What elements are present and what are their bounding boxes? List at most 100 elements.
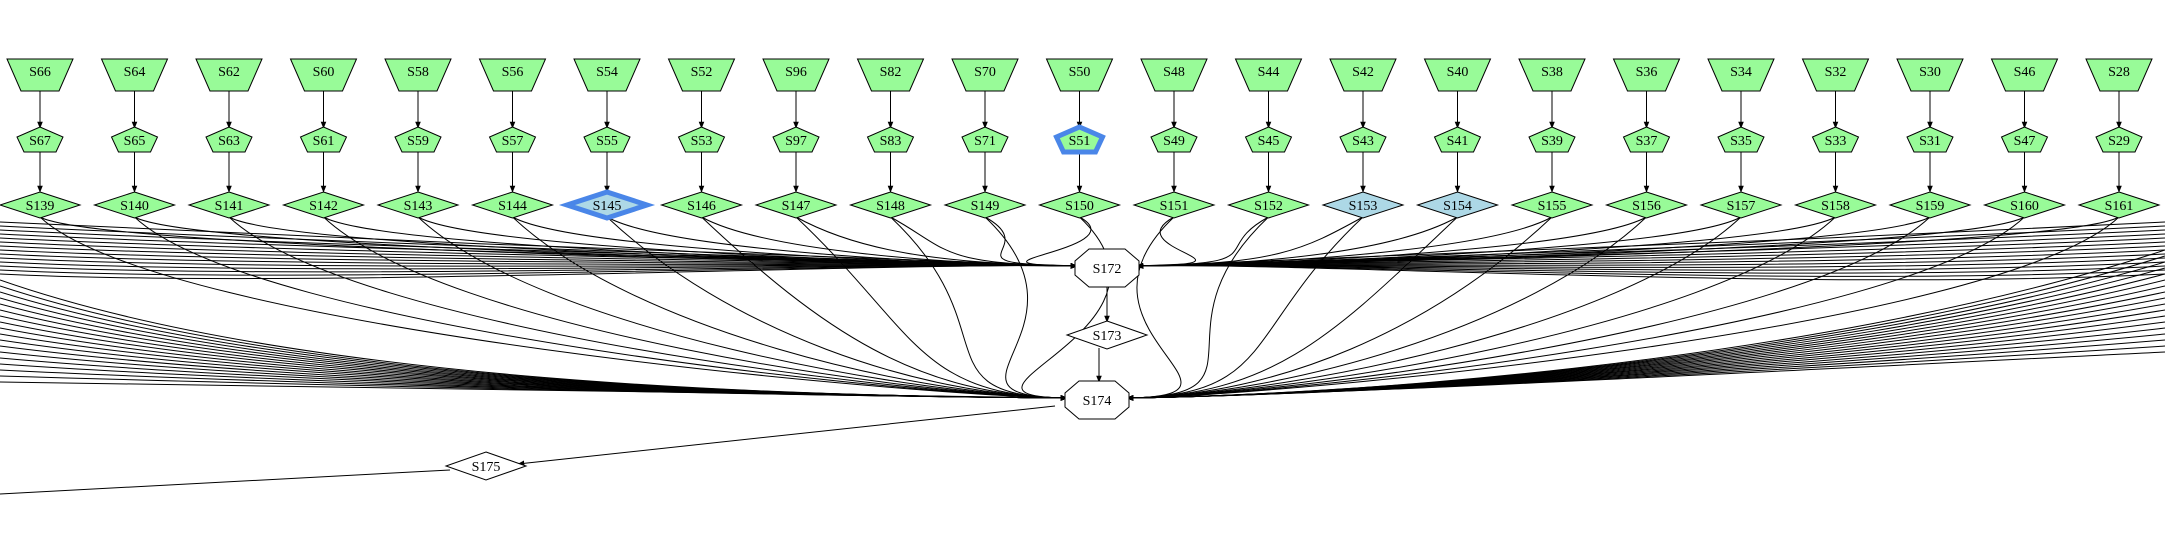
node-label: S144 [498,199,527,214]
node-s39: S39 [1528,126,1576,153]
node-s153: S153 [1321,191,1405,219]
node-s56: S56 [478,58,547,92]
node-label: S34 [1730,65,1752,80]
node-s32: S32 [1801,58,1870,92]
node-s157: S157 [1699,191,1783,219]
node-s39-shape [1528,126,1576,153]
node-s28: S28 [2085,58,2153,92]
node-s175-shape [444,451,528,481]
node-s58: S58 [384,58,452,92]
node-label: S54 [596,65,618,80]
edge-offscreen-right-s174 [1126,303,2165,401]
node-s43: S43 [1339,126,1387,153]
node-label: S161 [2105,199,2134,214]
node-s159: S159 [1888,191,1972,219]
node-s160-shape [1982,191,2067,219]
node-s64: S64 [100,58,169,92]
node-s65: S65 [110,126,159,153]
node-label: S143 [404,199,433,214]
node-label: S43 [1352,134,1374,149]
node-s83: S83 [866,126,915,153]
node-label: S39 [1541,134,1563,149]
node-label: S83 [880,134,902,149]
node-s33: S33 [1811,126,1860,153]
edge-to-s174 [1126,216,1553,401]
node-s41-shape [1433,126,1482,153]
node-s144: S144 [470,191,555,219]
node-label: S150 [1065,199,1094,214]
edge-to-s174 [1126,216,2025,401]
node-label: S62 [218,65,240,80]
node-label: S71 [974,134,996,149]
node-label: S156 [1632,199,1661,214]
node-label: S29 [2108,134,2130,149]
edge-to-s174 [134,216,1068,401]
node-s53: S53 [677,126,726,153]
node-s61-shape [299,126,348,153]
node-s155: S155 [1510,191,1594,219]
node-s160: S160 [1982,191,2067,219]
node-label: S70 [974,65,996,80]
node-label: S35 [1730,134,1752,149]
node-s50-shape [1045,58,1114,92]
node-s36: S36 [1612,58,1681,92]
nodes-layer: S66S67S139S64S65S140S62S63S141S60S61S142… [0,58,2161,481]
node-s51-shape [1053,124,1106,155]
node-label: S44 [1258,65,1280,80]
node-label: S172 [1093,262,1122,277]
node-s161-shape [2077,191,2161,219]
node-s161: S161 [2077,191,2161,219]
edge-to-s174 [701,216,1068,401]
node-s42-shape [1329,58,1397,92]
node-s153-shape [1321,191,1405,219]
node-s47-shape [2000,126,2049,153]
node-label: S51 [1069,134,1091,149]
node-label: S63 [218,134,240,149]
node-s31: S31 [1906,126,1954,153]
node-s45: S45 [1244,126,1293,153]
node-s154: S154 [1415,191,1500,219]
node-s60-shape [289,58,358,92]
node-label: S151 [1160,199,1189,214]
node-s64-shape [100,58,169,92]
node-label: S41 [1447,134,1469,149]
node-label: S65 [124,134,146,149]
node-label: S60 [313,65,335,80]
node-s144-shape [470,191,555,219]
node-s145-shape [558,189,656,221]
node-s142-shape [281,191,366,219]
node-s48-shape [1140,58,1208,92]
node-label: S52 [691,65,713,80]
node-s83-shape [866,126,915,153]
node-s47: S47 [2000,126,2049,153]
node-s37-shape [1622,126,1671,153]
node-s41: S41 [1433,126,1482,153]
node-label: S55 [596,134,618,149]
node-s28-shape [2085,58,2153,92]
node-label: S66 [29,65,51,80]
edge-to-s174 [984,216,1068,401]
node-s55: S55 [583,126,631,153]
node-s54: S54 [573,58,641,92]
node-s158: S158 [1793,191,1878,219]
edge-s174-s175 [517,405,1056,467]
node-s60: S60 [289,58,358,92]
node-s34: S34 [1707,58,1775,92]
node-label: S146 [687,199,716,214]
node-label: S32 [1825,65,1847,80]
node-label: S147 [782,199,811,214]
node-s40-shape [1423,58,1492,92]
node-label: S174 [1083,394,1112,409]
edge-offscreen-right-s174 [1126,285,2165,401]
node-s66: S66 [6,58,74,92]
node-label: S49 [1163,134,1185,149]
node-label: S175 [472,460,501,475]
node-s63-shape [205,126,253,153]
node-s152: S152 [1226,191,1311,219]
node-s35-shape [1717,126,1765,153]
edge-to-s174 [512,216,1068,401]
node-s57-shape [488,126,537,153]
edge-to-s174 [417,216,1068,401]
node-s45-shape [1244,126,1293,153]
